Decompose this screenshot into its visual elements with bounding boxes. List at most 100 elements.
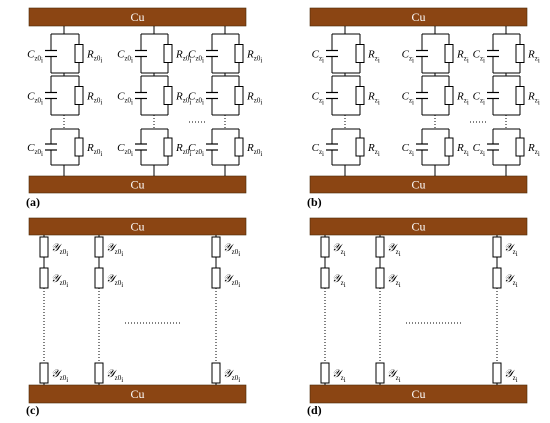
admittance-box [320,267,330,289]
panel-label: (b) [307,195,322,209]
admittance-element: 𝒴z0i [39,267,68,289]
admittance-label: 𝒴z0i [51,273,68,289]
resistor [355,86,365,105]
resistor-label: Rzi [367,91,380,107]
resistor-label: Rz0i [86,91,102,107]
rc-cell: Cz0i Rz0i [27,128,102,166]
rc-cell: Cz0i Rz0i [188,128,262,166]
resistor [515,86,525,105]
resistor [234,86,244,105]
rc-cell: Czi Rzi [402,33,469,74]
capacitor-label: Cz0i [188,142,204,158]
admittance-element: 𝒴z0i [94,236,123,258]
panel-label: (a) [26,195,40,209]
resistor [355,137,365,157]
copper-label: Cu [130,220,144,234]
admittance-label: 𝒴z0i [51,368,68,384]
resistor [234,44,244,63]
resistor [444,44,454,63]
admittance-element: 𝒴z0i [211,236,240,258]
admittance-label: 𝒴zi [387,273,401,289]
admittance-element: 𝒴zi [375,362,401,384]
panel-label: (d) [307,403,322,417]
admittance-label: 𝒴zi [504,242,518,258]
resistor-label: Rzi [367,142,380,158]
admittance-element: 𝒴zi [320,362,346,384]
admittance-box [94,236,104,258]
capacitor-label: Cz0i [27,91,43,107]
admittance-label: 𝒴zi [332,273,346,289]
copper-bar [309,7,528,27]
admittance-label: 𝒴zi [387,368,401,384]
admittance-element: 𝒴z0i [211,267,240,289]
rc-cell: Cz0i Rz0i [188,33,262,74]
resistor-label: Rz0i [175,49,191,65]
capacitor-label: Czi [402,49,414,65]
copper-bar [309,217,528,236]
resistor-label: Rz0i [175,91,191,107]
rc-cell: Czi Rzi [473,75,540,116]
resistor [234,137,244,157]
admittance-label: 𝒴z0i [106,242,123,258]
copper-electrode: Cu [28,7,247,27]
capacitor-label: Czi [473,49,485,65]
admittance-label: 𝒴z0i [51,242,68,258]
admittance-box [211,236,221,258]
admittance-box [94,362,104,384]
resistor-label: Rz0i [86,142,102,158]
admittance-box [320,236,330,258]
admittance-label: 𝒴z0i [223,242,240,258]
copper-label: Cu [411,220,425,234]
resistor-label: Rzi [456,142,469,158]
copper-electrode: Cu [28,175,247,194]
admittance-label: 𝒴zi [387,242,401,258]
resistor [444,86,454,105]
admittance-box [211,267,221,289]
capacitor-label: Cz0i [117,142,133,158]
copper-electrode: Cu [28,217,247,236]
panel-c: CuCu𝒴z0i𝒴z0i𝒴z0i𝒴z0i𝒴z0i𝒴z0i𝒴z0i𝒴z0i𝒴z0i… [26,217,247,417]
resistor-label: Rz0i [246,49,262,65]
admittance-box [375,267,385,289]
resistor-label: Rzi [527,91,540,107]
copper-bar [309,384,528,404]
copper-bar [309,175,528,194]
rc-cell: Cz0i Rz0i [117,33,191,74]
admittance-box [375,236,385,258]
resistor-label: Rz0i [246,142,262,158]
capacitor-label: Czi [473,91,485,107]
capacitor-label: Cz0i [117,49,133,65]
copper-electrode: Cu [309,175,528,194]
resistor [163,137,173,157]
admittance-label: 𝒴zi [332,242,346,258]
resistor-label: Rzi [367,49,380,65]
admittance-label: 𝒴zi [504,273,518,289]
admittance-element: 𝒴z0i [39,236,68,258]
admittance-element: 𝒴zi [492,236,518,258]
capacitor-label: Czi [312,49,324,65]
admittance-box [492,236,502,258]
resistor-label: Rzi [527,142,540,158]
admittance-box [211,362,221,384]
capacitor-label: Cz0i [188,49,204,65]
capacitor-label: Cz0i [27,142,43,158]
admittance-box [39,362,49,384]
copper-electrode: Cu [309,384,528,404]
admittance-box [492,267,502,289]
resistor-label: Rzi [456,49,469,65]
admittance-label: 𝒴zi [332,368,346,384]
capacitor-label: Cz0i [188,91,204,107]
admittance-label: 𝒴zi [504,368,518,384]
admittance-label: 𝒴z0i [223,273,240,289]
copper-bar [28,7,247,27]
admittance-label: 𝒴z0i [106,368,123,384]
